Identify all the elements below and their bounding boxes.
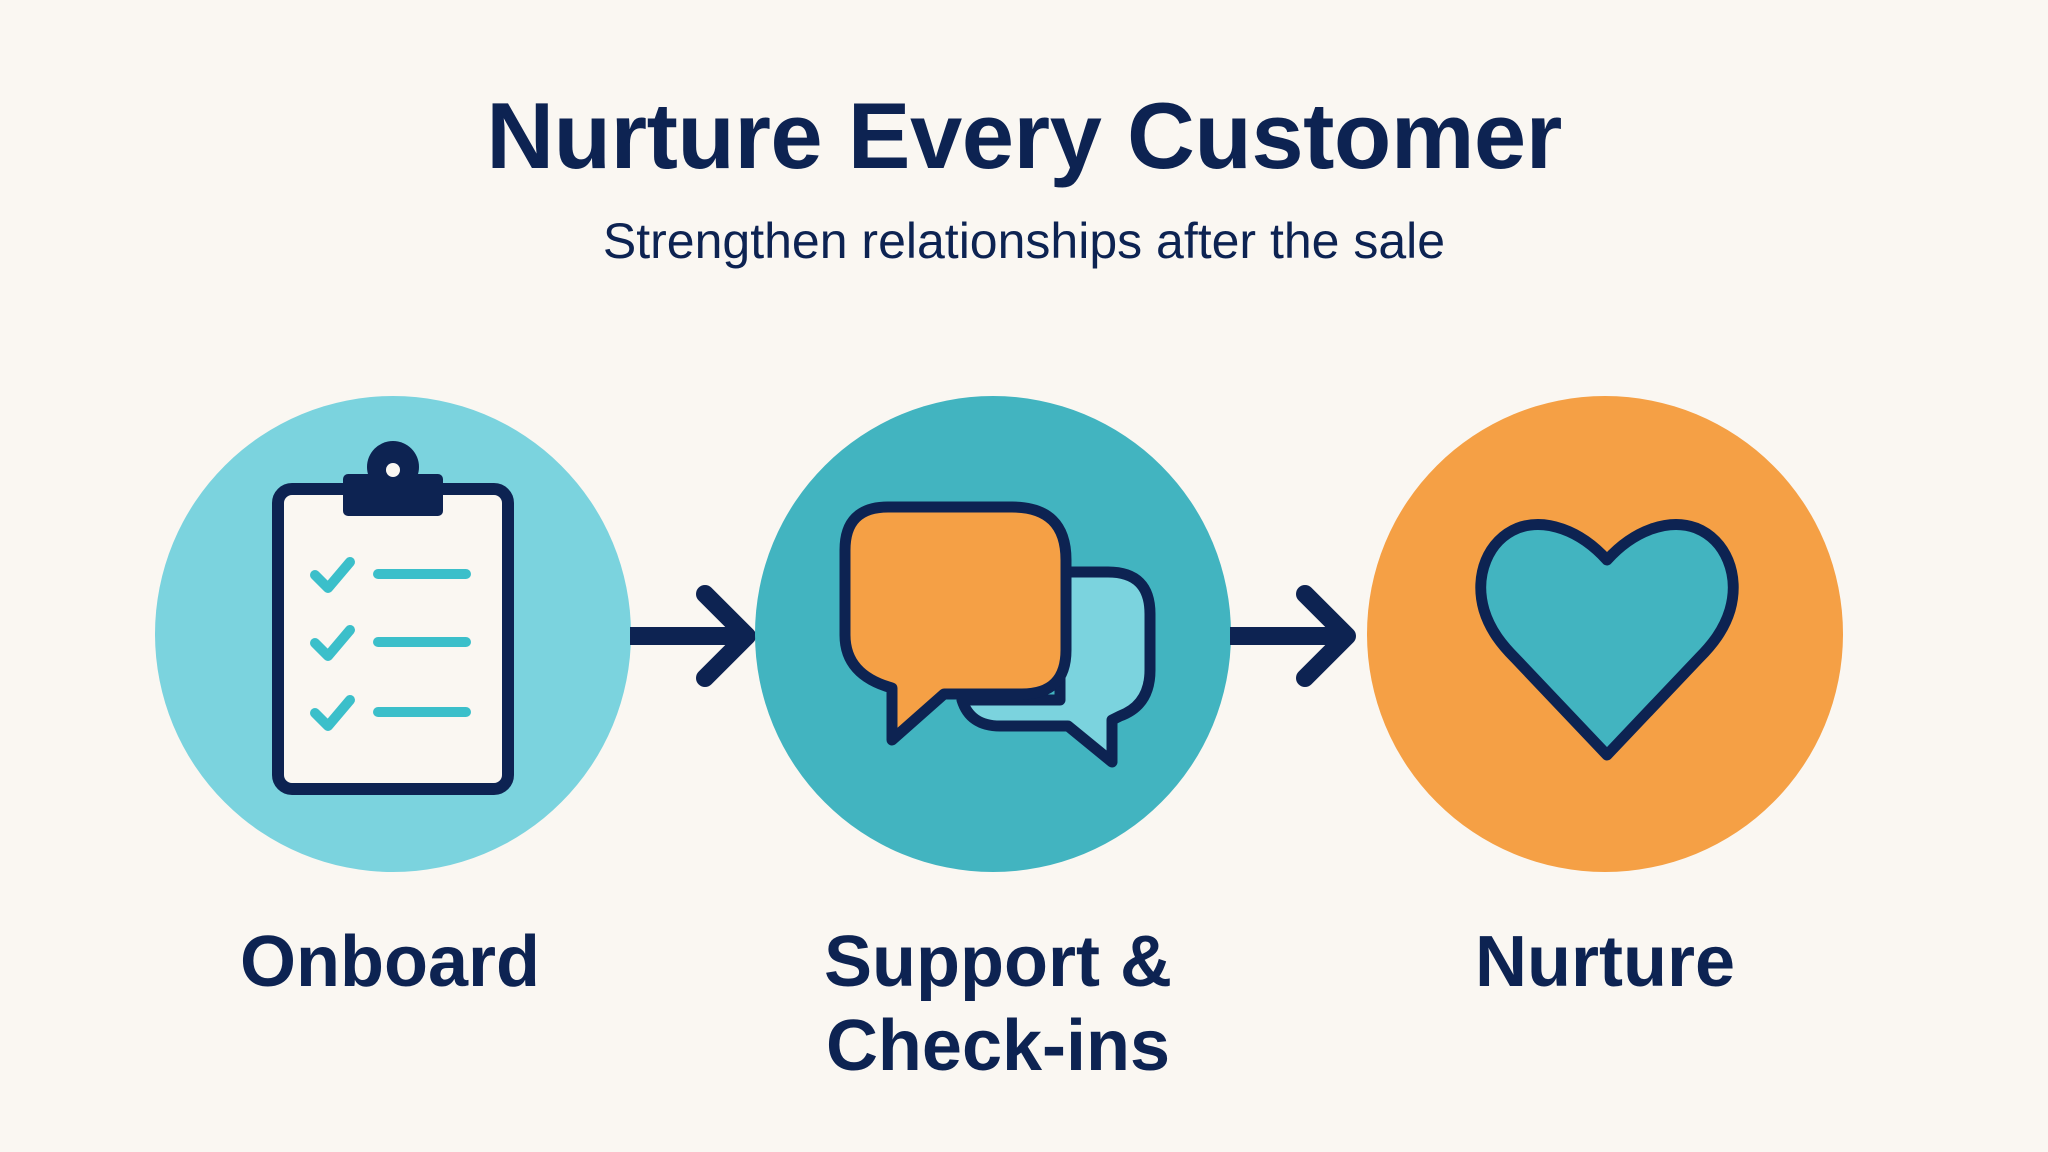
step-support-checkins xyxy=(755,396,1231,872)
arrow-right-icon xyxy=(630,585,756,687)
heart-icon xyxy=(1475,519,1739,761)
clipboard-checklist-icon xyxy=(272,441,514,795)
step-label-support-line1: Support & xyxy=(824,922,1172,1002)
step-label-support: Support & Check-ins xyxy=(738,920,1258,1088)
chat-bubbles-icon xyxy=(839,501,1156,768)
step-label-onboard: Onboard xyxy=(240,922,540,1002)
step-nurture xyxy=(1367,396,1843,872)
page-title: Nurture Every Customer xyxy=(486,83,1562,188)
page-subtitle: Strengthen relationships after the sale xyxy=(602,213,1446,269)
step-label-support-line2: Check-ins xyxy=(825,1006,1171,1086)
step-onboard xyxy=(155,396,631,872)
step-label-nurture: Nurture xyxy=(1474,922,1735,1002)
arrow-right-icon xyxy=(1230,585,1356,687)
